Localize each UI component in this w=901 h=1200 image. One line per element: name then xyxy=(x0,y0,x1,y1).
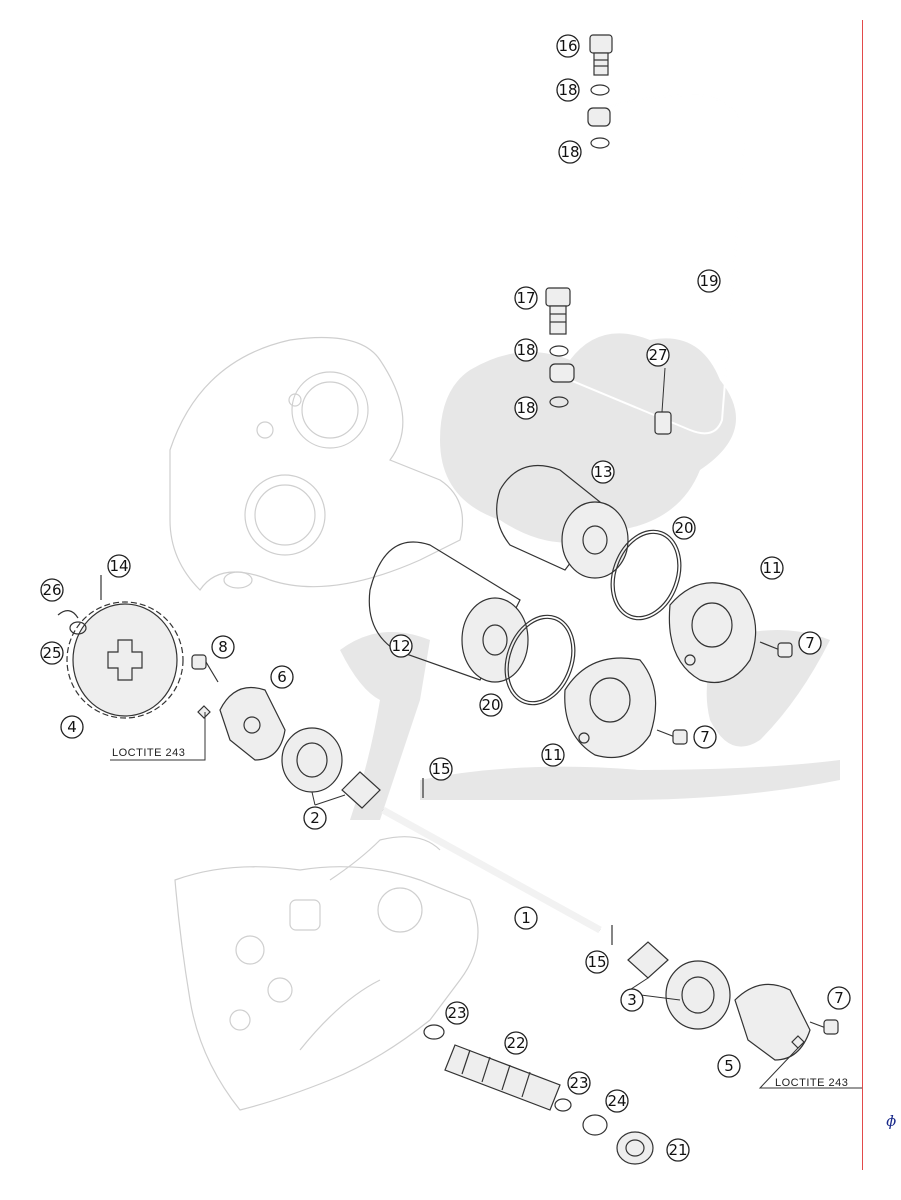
callout-7c: 7 xyxy=(827,986,851,1010)
sealing-washers xyxy=(549,84,610,408)
callout-18c: 18 xyxy=(514,338,538,362)
svg-text:13: 13 xyxy=(593,463,612,481)
svg-text:26: 26 xyxy=(42,581,61,599)
callout-22: 22 xyxy=(504,1031,528,1055)
svg-text:17: 17 xyxy=(516,289,535,307)
callout-20a: 20 xyxy=(672,516,696,540)
oil-filter-small xyxy=(496,464,629,579)
svg-text:15: 15 xyxy=(587,953,606,971)
callout-1: 1 xyxy=(514,906,538,930)
pump-rotor-right xyxy=(627,941,731,1030)
svg-text:19: 19 xyxy=(699,272,718,290)
callout-3: 3 xyxy=(620,988,644,1012)
svg-text:23: 23 xyxy=(569,1074,588,1092)
callout-24: 24 xyxy=(605,1089,629,1113)
svg-text:4: 4 xyxy=(67,718,77,736)
callout-14: 14 xyxy=(107,554,131,578)
svg-text:12: 12 xyxy=(391,637,410,655)
loctite-note-left: LOCTITE 243 xyxy=(112,747,185,759)
filter-cover-lower xyxy=(564,657,657,759)
page-border-line xyxy=(862,20,863,1170)
callout-17: 17 xyxy=(514,286,538,310)
pump-cover-left xyxy=(219,686,286,761)
corner-mark: ɸ xyxy=(886,1112,897,1130)
ghost-engine-case-bottom xyxy=(174,836,479,1111)
svg-text:16: 16 xyxy=(558,37,577,55)
svg-text:18: 18 xyxy=(516,399,535,417)
filter-cover-upper xyxy=(668,582,757,684)
callout-8: 8 xyxy=(211,635,235,659)
svg-text:23: 23 xyxy=(447,1004,466,1022)
svg-text:1: 1 xyxy=(521,909,531,927)
callout-21: 21 xyxy=(666,1138,690,1162)
svg-text:14: 14 xyxy=(109,557,128,575)
svg-text:7: 7 xyxy=(834,989,844,1007)
callout-16: 16 xyxy=(556,34,580,58)
callout-12: 12 xyxy=(389,634,413,658)
callout-18d: 18 xyxy=(514,396,538,420)
callout-25: 25 xyxy=(40,641,64,665)
svg-text:25: 25 xyxy=(42,644,61,662)
callout-11b: 11 xyxy=(541,743,565,767)
callout-2: 2 xyxy=(303,806,327,830)
svg-text:11: 11 xyxy=(762,559,781,577)
oil-filter-large xyxy=(368,541,529,683)
callout-23a: 23 xyxy=(445,1001,469,1025)
gear-screw xyxy=(191,654,219,719)
circlip-and-washer xyxy=(57,610,87,635)
filter-o-rings xyxy=(504,529,682,706)
pump-rotor-left xyxy=(281,727,381,809)
callout-18b: 18 xyxy=(558,140,582,164)
callout-15b: 15 xyxy=(585,950,609,974)
svg-text:18: 18 xyxy=(558,81,577,99)
cover-screws xyxy=(656,641,839,1035)
loctite-note-right: LOCTITE 243 xyxy=(775,1077,848,1089)
svg-text:24: 24 xyxy=(607,1092,626,1110)
banjo-fitting-top xyxy=(587,107,611,127)
oil-strainer xyxy=(444,1044,561,1111)
callout-23b: 23 xyxy=(567,1071,591,1095)
callout-6: 6 xyxy=(270,665,294,689)
svg-text:18: 18 xyxy=(516,341,535,359)
svg-text:21: 21 xyxy=(668,1141,687,1159)
svg-text:22: 22 xyxy=(506,1034,525,1052)
pump-cover-right xyxy=(734,983,811,1061)
callout-11a: 11 xyxy=(760,556,784,580)
drain-plug xyxy=(616,1131,654,1165)
svg-text:3: 3 xyxy=(627,991,637,1009)
callout-27: 27 xyxy=(646,343,670,367)
banjo-fitting-middle xyxy=(549,363,575,383)
svg-text:7: 7 xyxy=(700,728,710,746)
strainer-o-rings xyxy=(423,1024,608,1136)
banjo-bolt-top xyxy=(589,34,613,76)
svg-text:15: 15 xyxy=(431,760,450,778)
svg-text:27: 27 xyxy=(648,346,667,364)
pump-shaft xyxy=(381,806,602,934)
callout-4: 4 xyxy=(60,715,84,739)
callout-15a: 15 xyxy=(429,757,453,781)
banjo-bolt-middle xyxy=(545,287,571,335)
callout-5: 5 xyxy=(717,1054,741,1078)
callout-7b: 7 xyxy=(693,725,717,749)
svg-text:18: 18 xyxy=(560,143,579,161)
svg-text:6: 6 xyxy=(277,668,287,686)
callout-19: 19 xyxy=(697,269,721,293)
svg-text:11: 11 xyxy=(543,746,562,764)
callout-13: 13 xyxy=(591,460,615,484)
svg-text:2: 2 xyxy=(310,809,320,827)
ghost-engine-case-top xyxy=(169,336,464,591)
oil-pipe xyxy=(569,93,747,435)
drive-gear xyxy=(66,601,184,719)
pipe-sleeve xyxy=(654,411,672,435)
callout-20b: 20 xyxy=(479,693,503,717)
callout-7a: 7 xyxy=(798,631,822,655)
callout-26: 26 xyxy=(40,578,64,602)
svg-text:20: 20 xyxy=(481,696,500,714)
svg-text:20: 20 xyxy=(674,519,693,537)
svg-text:5: 5 xyxy=(724,1057,734,1075)
svg-text:7: 7 xyxy=(805,634,815,652)
svg-text:8: 8 xyxy=(218,638,228,656)
callout-18a: 18 xyxy=(556,78,580,102)
